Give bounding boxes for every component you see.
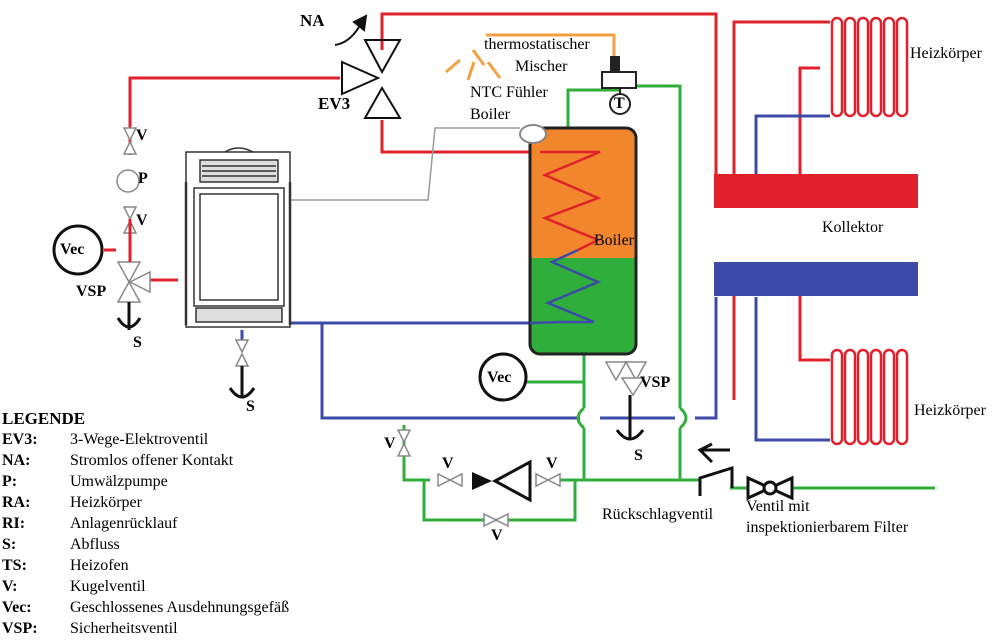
drain-stove-icon bbox=[228, 339, 256, 399]
return-pipes bbox=[240, 114, 830, 442]
label-heizkoerper-bottom: Heizkörper bbox=[914, 402, 986, 419]
label-t: T bbox=[614, 95, 625, 112]
check-valve-icon bbox=[697, 442, 734, 496]
legend-item: NA: Stromlos offener Kontakt bbox=[2, 450, 422, 471]
stove bbox=[184, 147, 292, 328]
legend-item: P: Umwälzpumpe bbox=[2, 471, 422, 492]
legend-desc: Sicherheitsventil bbox=[70, 620, 178, 637]
boiler-tank bbox=[528, 126, 638, 356]
legend-item: S: Abfluss bbox=[2, 534, 422, 555]
label-vec-right: Vec bbox=[487, 369, 512, 386]
left-valve-column bbox=[116, 127, 151, 303]
thermostatic-mixer bbox=[445, 33, 637, 115]
legend-key: RI: bbox=[2, 515, 26, 532]
legend-desc: Kugelventil bbox=[70, 578, 146, 595]
label-v-pump-left: V bbox=[442, 455, 454, 472]
legend-item: TS: Heizofen bbox=[2, 555, 422, 576]
legend-item: RI: Anlagenrücklauf bbox=[2, 513, 422, 534]
legend-key: Vec: bbox=[2, 599, 32, 616]
legend-key: RA: bbox=[2, 494, 31, 511]
legend-item: Vec: Geschlossenes Ausdehnungsgefäß bbox=[2, 597, 422, 618]
legend-item: VSP: Sicherheitsventil bbox=[2, 618, 422, 639]
label-kollektor: Kollektor bbox=[822, 219, 884, 236]
label-vec-left: Vec bbox=[60, 241, 85, 258]
label-heizkoerper-top: Heizkörper bbox=[910, 45, 982, 62]
label-p: P bbox=[138, 170, 148, 187]
legend-item: EV3: 3-Wege-Elektroventil bbox=[2, 429, 422, 450]
legend-desc: Geschlossenes Ausdehnungsgefäß bbox=[70, 599, 290, 616]
label-filter-1: Ventil mit bbox=[746, 498, 810, 515]
legend-desc: Anlagenrücklauf bbox=[70, 515, 178, 532]
legend-desc: Heizkörper bbox=[70, 494, 142, 511]
expansion-vessel-left bbox=[52, 224, 104, 276]
label-na: NA bbox=[300, 11, 325, 30]
legend-key: EV3: bbox=[2, 431, 38, 448]
label-vsp-left: VSP bbox=[76, 283, 107, 300]
legend-title: LEGENDE bbox=[2, 409, 86, 428]
drain-left-icon bbox=[116, 302, 142, 330]
label-s-right: S bbox=[634, 447, 643, 464]
legend-key: S: bbox=[2, 536, 17, 553]
legend-item: RA: Heizkörper bbox=[2, 492, 422, 513]
legend-item: V: Kugelventil bbox=[2, 576, 422, 597]
label-vsp-right: VSP bbox=[640, 374, 671, 391]
collector bbox=[714, 174, 918, 296]
legend-desc: Stromlos offener Kontakt bbox=[70, 452, 234, 469]
legend-key: NA: bbox=[2, 452, 31, 469]
legend-desc: Umwälzpumpe bbox=[70, 473, 168, 490]
label-v-bypass: V bbox=[491, 527, 503, 544]
legend: LEGENDE EV3: 3-Wege-Elektroventil NA: Stro… bbox=[2, 409, 422, 639]
label-s-left: S bbox=[133, 334, 142, 351]
legend-key: P: bbox=[2, 473, 18, 490]
radiator-top bbox=[830, 16, 909, 118]
label-ntc-2: Boiler bbox=[470, 106, 510, 123]
expansion-vessel-right bbox=[478, 352, 528, 402]
label-boiler: Boiler bbox=[594, 232, 634, 249]
label-v-mid: V bbox=[136, 212, 148, 229]
legend-desc: Heizofen bbox=[70, 557, 129, 574]
label-v-pump-right: V bbox=[546, 455, 558, 472]
label-ntc-1: NTC Fühler bbox=[470, 84, 548, 101]
legend-key: V: bbox=[2, 578, 18, 595]
legend-desc: 3-Wege-Elektroventil bbox=[70, 431, 209, 448]
legend-desc: Abfluss bbox=[70, 536, 120, 553]
label-filter-2: inspektionierbarem Filter bbox=[746, 519, 909, 536]
ntc-sensor-wire bbox=[290, 127, 520, 201]
legend-key: VSP: bbox=[2, 620, 38, 637]
pump-group bbox=[396, 429, 561, 528]
label-s-stove: S bbox=[246, 398, 255, 415]
supply-pipes bbox=[128, 12, 830, 400]
label-ev3: EV3 bbox=[318, 94, 351, 113]
ev3-three-way-valve-icon bbox=[334, 14, 402, 119]
ntc-sensor-icon bbox=[519, 124, 547, 144]
label-rueckschlagventil: Rückschlagventil bbox=[602, 506, 714, 523]
left-pipe-segment bbox=[104, 219, 132, 262]
label-mixer-1: thermostatischer bbox=[484, 36, 590, 53]
legend-key: TS: bbox=[2, 557, 27, 574]
safety-valve-right-icon bbox=[604, 361, 648, 397]
filter-valve-icon bbox=[746, 475, 794, 501]
label-mixer-2: Mischer bbox=[515, 58, 568, 75]
drain-right-icon bbox=[615, 395, 645, 441]
label-v-top: V bbox=[136, 127, 148, 144]
radiator-bottom bbox=[830, 348, 909, 446]
label-v-pipe: V bbox=[384, 435, 396, 452]
